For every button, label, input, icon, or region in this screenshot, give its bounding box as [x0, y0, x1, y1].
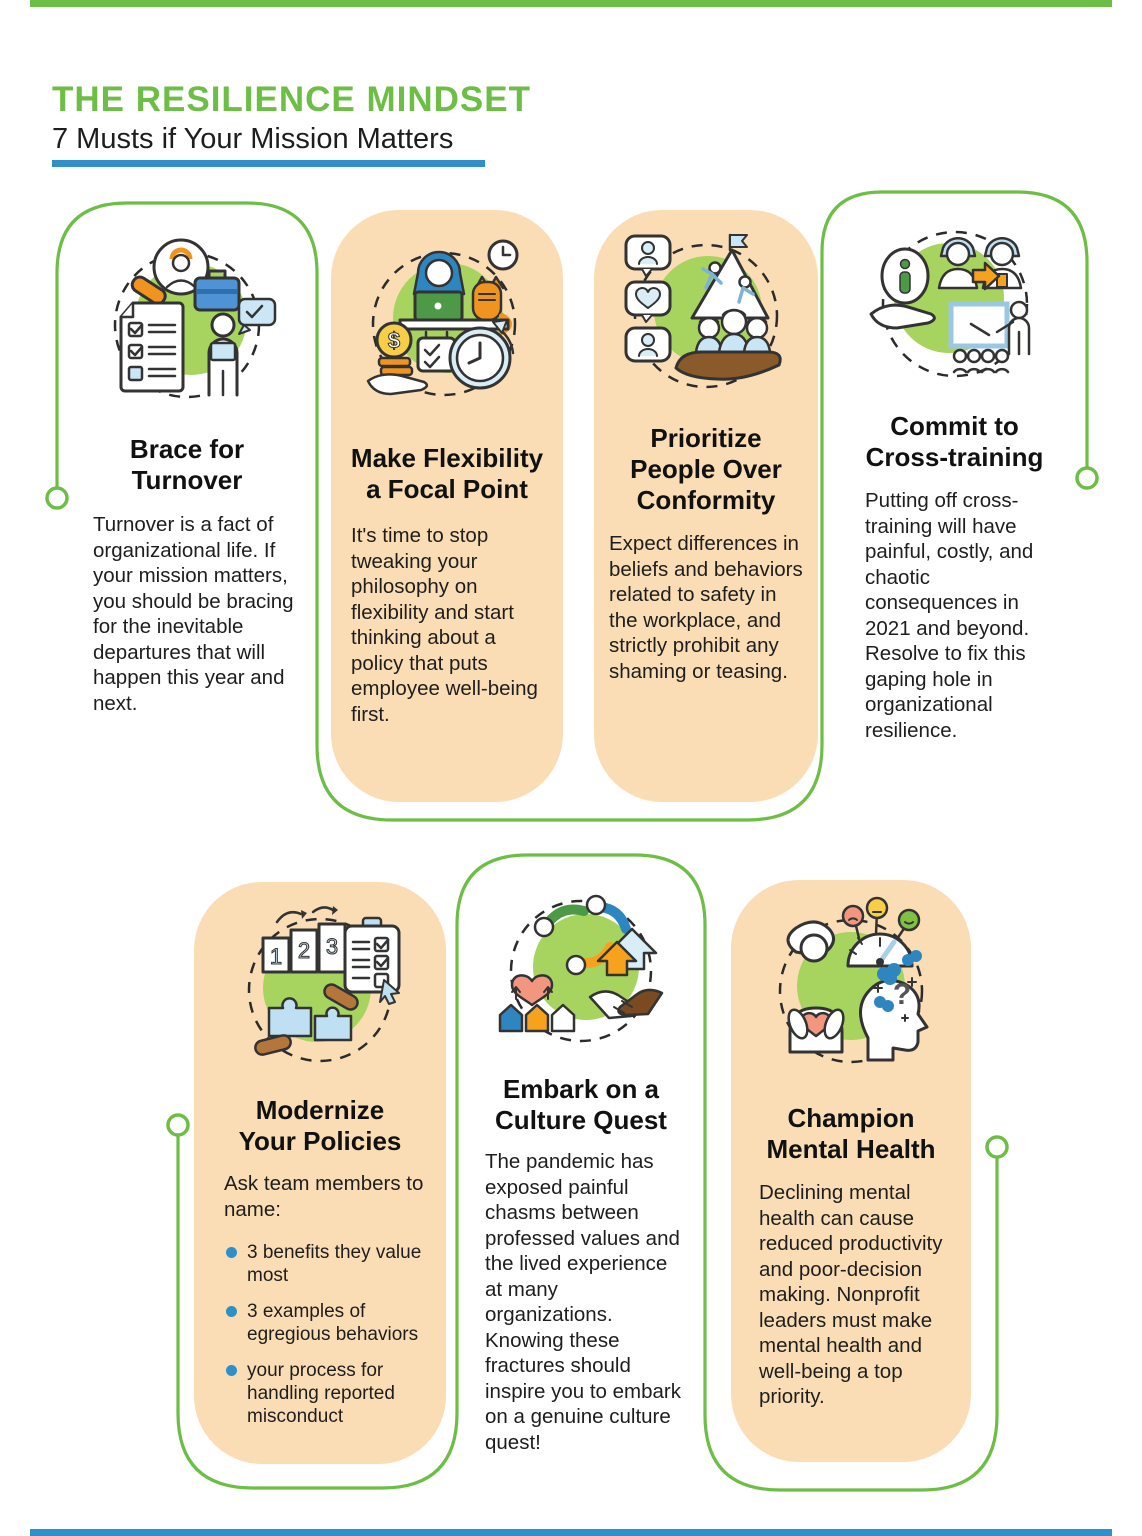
card-body: Turnover is a fact of organizational lif… [93, 513, 294, 715]
card-culture-quest: Embark on a Culture Quest The pandemic h… [457, 855, 705, 1495]
row1-left-node-icon [45, 486, 69, 510]
card-title: Prioritize People Over Conformity [630, 423, 782, 515]
row2-connector-line [176, 853, 999, 1492]
card-body: It's time to stop tweaking your philosop… [351, 524, 538, 726]
row2-right-node-icon [985, 1135, 1009, 1159]
card-commit-cross-training: Commit to Cross-training Putting off cro… [822, 192, 1087, 817]
card-title: Modernize Your Policies [238, 1095, 402, 1156]
bullet-text: 3 benefits they value most [247, 1242, 422, 1286]
card-modernize-policies: 1 2 3 Modernize Your Policies [194, 882, 446, 1464]
bullet-list: 3 benefits they value most 3 examples of… [224, 1228, 432, 1428]
svg-text:2: 2 [298, 938, 310, 963]
bottom-accent-bar [30, 1529, 1112, 1536]
culture-quest-icon [486, 881, 676, 1066]
subtitle-underline [52, 160, 485, 167]
svg-text:$: $ [388, 328, 400, 353]
bullet-text: 3 examples of egregious behaviors [247, 1301, 419, 1345]
card-title: Champion Mental Health [766, 1103, 936, 1164]
card-body: Declining mental health can cause reduce… [759, 1181, 943, 1408]
card-title: Embark on a Culture Quest [495, 1074, 667, 1135]
top-accent-bar [30, 0, 1112, 7]
people-care-icon [612, 222, 800, 415]
card-body: The pandemic has exposed painful chasms … [485, 1150, 681, 1454]
list-item: your process for handling reported misco… [224, 1359, 432, 1428]
card-body-intro: Ask team members to name: [224, 1172, 424, 1221]
card-title: Commit to Cross-training [865, 411, 1044, 472]
card-title: Make Flexibility a Focal Point [350, 443, 544, 504]
page-subtitle: 7 Musts if Your Mission Matters [52, 123, 454, 155]
bullet-text: your process for handling reported misco… [247, 1360, 395, 1427]
candidate-search-icon [91, 223, 283, 420]
bullet-dot-icon [226, 1247, 237, 1258]
card-body: Expect differences in beliefs and behavi… [609, 532, 803, 683]
svg-text:3: 3 [326, 934, 338, 959]
cross-training-icon [859, 210, 1051, 407]
row2-left-node-icon [166, 1113, 190, 1137]
card-champion-mental-health: ? Champion Mental Health Declining menta… [731, 880, 971, 1462]
page-title: THE RESILIENCE MINDSET [52, 80, 531, 119]
list-item: 3 examples of egregious behaviors [224, 1300, 432, 1346]
card-make-flexibility: $ Make Flexibility a Focal Point It's ti… [331, 210, 563, 802]
bullet-dot-icon [226, 1306, 237, 1317]
svg-text:1: 1 [270, 944, 282, 969]
flexible-work-icon: $ [352, 226, 542, 421]
card-body: Putting off cross-training will have pai… [865, 489, 1034, 742]
mental-health-icon: ? [756, 896, 946, 1091]
card-prioritize-people: Prioritize People Over Conformity Expect… [594, 210, 818, 802]
bullet-dot-icon [226, 1365, 237, 1376]
policies-icon: 1 2 3 [227, 896, 413, 1087]
row1-right-node-icon [1075, 466, 1099, 490]
card-brace-for-turnover: Brace for Turnover Turnover is a fact of… [57, 203, 317, 815]
row1-connector-line [55, 190, 1089, 822]
list-item: 3 benefits they value most [224, 1241, 432, 1287]
card-title: Brace for Turnover [129, 434, 245, 495]
svg-text:?: ? [893, 978, 911, 1011]
